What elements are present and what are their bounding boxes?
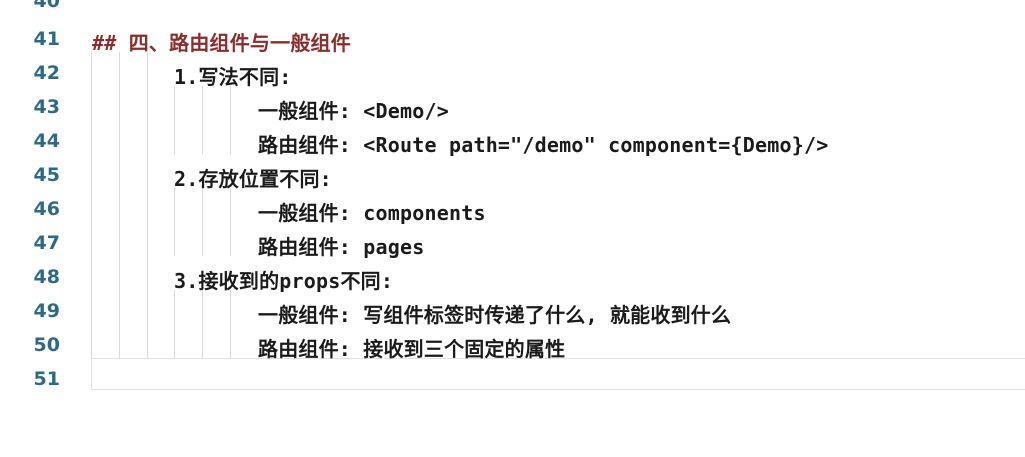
code-text: 路由组件: pages [258,235,425,259]
indent-guide [119,52,120,358]
code-line[interactable]: 40 [0,0,1025,18]
code-line[interactable]: 42 1.写法不同: [0,56,1025,90]
line-number: 47 [33,232,60,254]
code-text: 3.接收到的props不同: [174,269,394,293]
line-number: 51 [33,368,60,390]
indent-guide [230,188,231,256]
indent-guide [202,188,203,256]
code-text: 路由组件: 接收到三个固定的属性 [258,337,566,361]
code-line[interactable]: 43 一般组件: <Demo/> [0,90,1025,124]
line-number: 44 [33,130,60,152]
indent-guide [202,290,203,358]
code-text: 2.存放位置不同: [174,167,332,191]
indent-guide [230,86,231,154]
code-line[interactable]: 46 一般组件: components [0,192,1025,226]
code-line[interactable]: 48 3.接收到的props不同: [0,260,1025,294]
code-line[interactable]: 47 路由组件: pages [0,226,1025,260]
line-number: 48 [33,266,60,288]
code-text: 1.写法不同: [174,65,292,89]
line-number: 45 [33,164,60,186]
code-text: 路由组件: <Route path="/demo" component={Dem… [258,133,829,157]
code-line[interactable]: 49 一般组件: 写组件标签时传递了什么, 就能收到什么 [0,294,1025,328]
code-text: 一般组件: <Demo/> [258,99,449,123]
indent-guide [202,86,203,154]
line-number: 41 [33,28,60,50]
code-line[interactable]: 50 路由组件: 接收到三个固定的属性 [0,328,1025,362]
line-number: 40 [33,0,60,12]
code-line[interactable]: 51 [0,362,1025,396]
code-line[interactable]: 41 ## 四、路由组件与一般组件 [0,22,1025,56]
code-text: 一般组件: components [258,201,486,225]
markdown-heading: ## 四、路由组件与一般组件 [92,31,351,55]
code-line[interactable]: 45 2.存放位置不同: [0,158,1025,192]
indent-guide [91,52,92,358]
code-line[interactable]: 44 路由组件: <Route path="/demo" component={… [0,124,1025,158]
line-number: 43 [33,96,60,118]
line-number: 46 [33,198,60,220]
line-number: 50 [33,334,60,356]
indent-guide [147,52,148,358]
indent-guide [174,290,175,358]
indent-guide [174,86,175,154]
indent-guide [174,188,175,256]
line-number: 49 [33,300,60,322]
indent-guide [230,290,231,358]
current-line-highlight [91,358,1025,390]
code-text: 一般组件: 写组件标签时传递了什么, 就能收到什么 [258,303,732,327]
line-number: 42 [33,62,60,84]
